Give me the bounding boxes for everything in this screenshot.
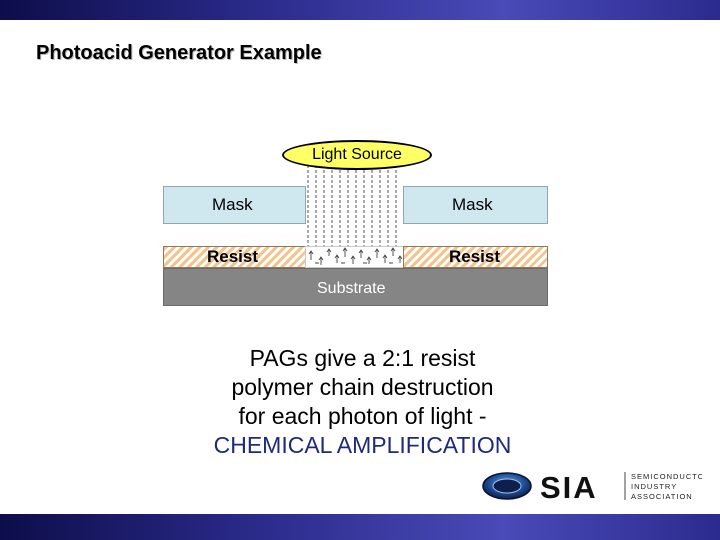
slide-title: Photoacid Generator Example: [36, 42, 322, 64]
light-source-label: Light Source: [312, 146, 402, 163]
mask-right: Mask: [403, 186, 548, 224]
caption: PAGs give a 2:1 resist polymer chain des…: [180, 344, 545, 460]
top-banner-bar: [0, 0, 720, 20]
bottom-banner-bar: [0, 514, 720, 540]
sia-wordmark: SIA: [540, 470, 598, 505]
sia-logo: SIA SEMICONDUCTOR INDUSTRY ASSOCIATION: [482, 470, 702, 505]
mask-left-label: Mask: [212, 195, 253, 214]
caption-line-2: polymer chain destruction: [231, 374, 494, 400]
substrate-label: Substrate: [317, 280, 386, 297]
photoacid-marks: [308, 247, 403, 265]
substrate: [163, 268, 548, 306]
sia-tagline-line-2: INDUSTRY: [631, 482, 677, 491]
caption-line-3: for each photon of light -: [238, 403, 487, 429]
light-source: Light Source: [282, 140, 432, 170]
resist-right-label: Resist: [449, 247, 501, 266]
mask-right-label: Mask: [452, 195, 493, 214]
resist-right: Resist: [403, 246, 548, 268]
light-rays: [307, 165, 397, 250]
resist-left-label: Resist: [207, 247, 259, 266]
caption-emphasis: CHEMICAL AMPLIFICATION: [213, 432, 512, 458]
resist-left: Resist: [163, 246, 306, 268]
sia-tagline-line-1: SEMICONDUCTOR: [631, 472, 702, 481]
caption-line-1: PAGs give a 2:1 resist: [249, 345, 476, 371]
sia-tagline-line-3: ASSOCIATION: [631, 492, 693, 501]
mask-left: Mask: [163, 186, 306, 224]
